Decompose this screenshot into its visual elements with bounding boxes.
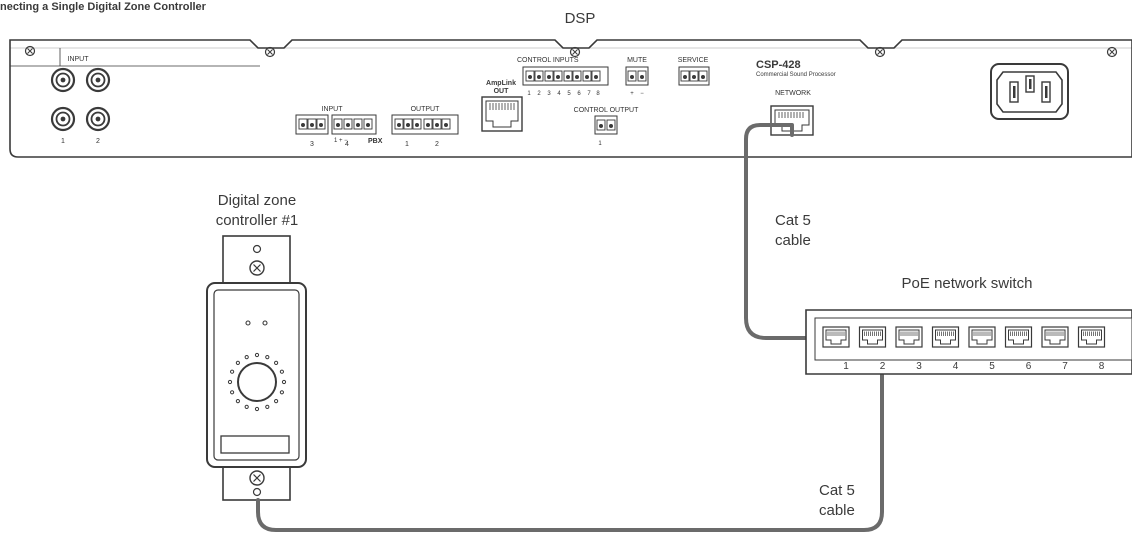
switch-port-2-icon [858,326,887,348]
input-block-num-4: 4 [345,141,349,148]
output-block-label: OUTPUT [411,106,441,113]
switch-port-num-7: 7 [1062,361,1068,372]
rca-num-2: 2 [96,138,100,145]
knob-led-dot [274,399,279,404]
switch-port-5-icon [968,326,996,348]
cat5-cable-bottom [256,348,884,532]
ctrl-in-8: 8 [596,91,600,97]
dsp-rear-panel [9,39,1132,158]
switch-port-num-2: 2 [880,361,886,372]
amplink-out-label: OUT [494,88,510,95]
knob-led-dot [235,360,240,365]
switch-port-6-icon [1004,326,1033,348]
rca-jack-icon [50,106,76,132]
switch-port-1-icon [822,326,850,348]
knob-led-dot [254,406,260,412]
knob-led-dot [265,355,270,360]
ctrl-in-5: 5 [567,91,571,97]
rca-jack-icon [85,67,111,93]
control-output-terminal [594,115,618,135]
switch-port-num-4: 4 [953,361,959,372]
switch-port-num-3: 3 [916,361,922,372]
input-block-num-3: 3 [310,141,314,148]
ctrl-in-7: 7 [587,91,591,97]
knob-led-dot [227,379,233,385]
service-label: SERVICE [678,57,709,64]
mute-plus: + [630,91,634,97]
ctrl-in-2: 2 [537,91,541,97]
rca-input-label: INPUT [68,56,90,63]
switch-port-3-icon [895,326,923,348]
knob-led-dot [265,404,270,409]
ctrl-in-3: 3 [547,91,551,97]
network-label: NETWORK [775,90,811,97]
zone-controller-label-1: Digital zone [218,192,296,209]
switch-port-num-5: 5 [989,361,995,372]
control-inputs-label: CONTROL INPUTS [517,57,579,64]
switch-port-4-icon [931,326,960,348]
knob-led-dot [254,352,260,358]
digital-zone-controller [206,235,307,501]
knob-led-dot [244,355,249,360]
zone-controller-label-2: controller #1 [216,212,299,229]
cat5-cable-top [744,123,834,340]
model-name: CSP-428 [756,59,801,71]
ctrl-in-1: 1 [527,91,531,97]
mute-minus: − [640,91,644,97]
control-output-label: CONTROL OUTPUT [574,107,639,114]
knob-led-dot [281,379,287,385]
rca-jack-icon [50,67,76,93]
knob-led-dot [244,404,249,409]
service-terminal [678,66,710,86]
power-inlet-icon [990,63,1069,120]
switch-port-numbers: 1 2 3 4 5 6 7 8 [843,361,1105,372]
pbx-label: PBX [368,138,383,145]
amplink-label: AmpLink [486,80,516,87]
cable-top-label-1: Cat 5 [775,212,811,229]
knob-led-dot [274,360,279,365]
switch-port-num-8: 8 [1099,361,1105,372]
dsp-label: DSP [565,10,596,27]
cable-bottom-label-1: Cat 5 [819,482,855,499]
mute-terminal [625,66,649,86]
switch-label: PoE network switch [902,275,1033,292]
control-output-num: 1 [598,141,602,147]
ctrl-in-4: 4 [557,91,561,97]
input-block-label: INPUT [322,106,344,113]
switch-port-8-icon [1077,326,1106,348]
mute-label: MUTE [627,57,647,64]
output-terminal-block [391,114,459,135]
knob-led-dot [279,369,284,374]
poe-network-switch [805,309,1132,375]
model-subtitle: Commercial Sound Processor [756,72,836,78]
output-block-num-1: 1 [405,141,409,148]
input-terminal-block [295,114,377,135]
amplink-port-icon [481,96,523,132]
svg-text:1 + −: 1 + − [334,138,348,144]
knob-led-dot [230,390,235,395]
rca-jack-icon [85,106,111,132]
switch-port-num-6: 6 [1026,361,1032,372]
knob-led-dot [230,369,235,374]
knob-led-dot [235,399,240,404]
cable-top-label-2: cable [775,232,811,249]
switch-port-num-1: 1 [843,361,849,372]
knob-led-dot [279,390,284,395]
rca-num-1: 1 [61,138,65,145]
output-block-num-2: 2 [435,141,439,148]
control-input-numbers: 1 2 3 4 5 6 7 8 [527,91,600,97]
cable-bottom-label-2: cable [819,502,855,519]
control-inputs-terminal [522,66,609,86]
switch-port-7-icon [1041,326,1069,348]
ctrl-in-6: 6 [577,91,581,97]
diagram-title: necting a Single Digital Zone Controller [0,1,207,13]
